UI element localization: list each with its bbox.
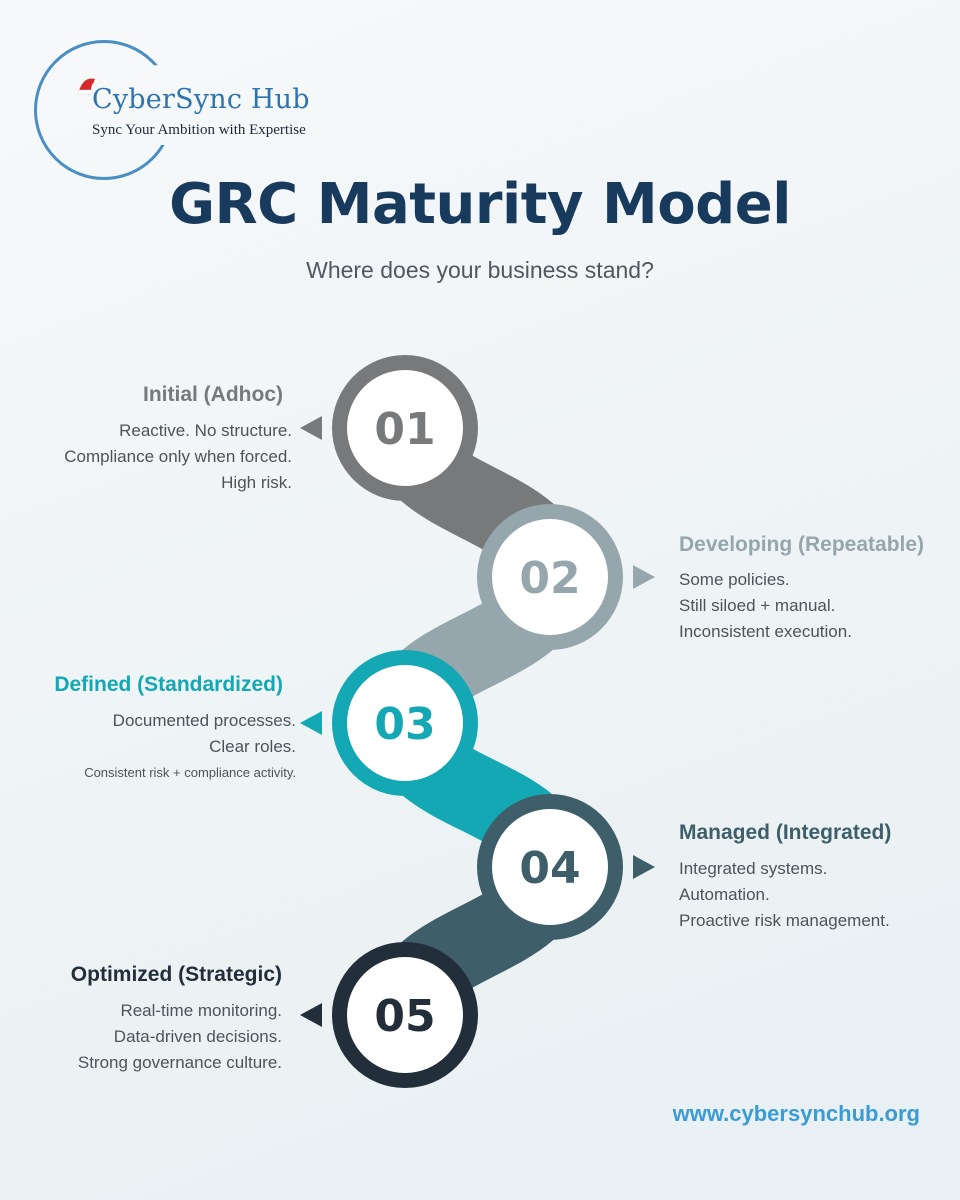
stage-5-line: Data-driven decisions. [113,1027,282,1046]
stage-3-description: Documented processes. Clear roles. Consi… [84,708,296,786]
pointer-arrow-icon [300,1003,322,1027]
pointer-arrow-icon [300,711,322,735]
stage-1-line: Compliance only when forced. [64,447,292,466]
website-link[interactable]: www.cybersynchub.org [672,1101,920,1126]
stage-1-line: Reactive. No structure. [119,421,292,440]
stage-2-line: Inconsistent execution. [679,622,852,641]
stage-2-title: Developing (Repeatable) [679,533,925,556]
pointer-arrow-icon [633,855,655,879]
stage-node-4: 04 [477,794,655,940]
stage-4-title: Managed (Integrated) [679,821,892,844]
stage-inner-circle [347,665,463,781]
stage-node-1: 01 [300,355,478,501]
stage-1-title: Initial (Adhoc) [143,383,283,406]
stage-5-title: Optimized (Strategic) [70,963,282,986]
stage-1-line: High risk. [221,473,292,492]
stage-3-line: Clear roles. [209,737,296,756]
stage-2-line: Some policies. [679,570,790,589]
brand-name: CyberSync Hub [92,84,310,115]
stage-number: 04 [519,843,580,894]
stage-inner-circle [492,809,608,925]
stage-3-title: Defined (Standardized) [54,673,283,696]
page-subtitle: Where does your business stand? [306,257,654,283]
stage-4-line: Automation. [679,885,770,904]
page-title: GRC Maturity Model [169,172,791,237]
santa-hat-icon [77,78,100,95]
stage-number: 05 [374,991,435,1042]
pointer-arrow-icon [633,565,655,589]
stage-2-line: Still siloed + manual. [679,596,836,615]
brand-tagline: Sync Your Ambition with Expertise [92,122,306,138]
stage-4-line: Proactive risk management. [679,911,890,930]
stage-3-line: Consistent risk + compliance activity. [84,765,296,780]
stage-5-line: Strong governance culture. [77,1053,282,1072]
stage-node-5: 05 [300,942,478,1088]
stage-5-line: Real-time monitoring. [120,1001,282,1020]
stage-number: 02 [519,553,580,604]
stage-inner-circle [492,519,608,635]
stage-inner-circle [347,957,463,1073]
stage-1-description: Reactive. No structure. Compliance only … [64,418,292,496]
pointer-arrow-icon [300,416,322,440]
stage-4-line: Integrated systems. [679,859,828,878]
stage-3-line: Documented processes. [112,711,296,730]
stage-2-description: Some policies. Still siloed + manual. In… [679,567,852,645]
brand-logo: CyberSync Hub Sync Your Ambition with Ex… [34,40,334,185]
stage-node-3: 03 [300,650,478,796]
stage-number: 01 [374,404,435,455]
stage-node-2: 02 [477,504,655,650]
stage-inner-circle [347,370,463,486]
stage-5-description: Real-time monitoring. Data-driven decisi… [78,998,282,1076]
stage-number: 03 [374,699,435,750]
stage-4-description: Integrated systems. Automation. Proactiv… [679,856,890,934]
